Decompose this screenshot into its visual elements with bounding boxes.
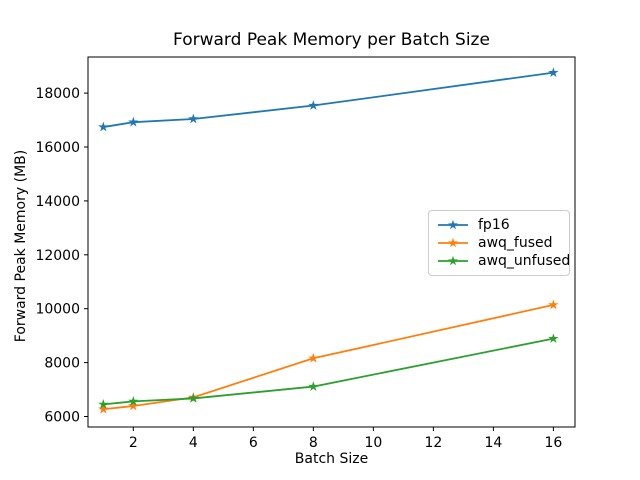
legend-item-awq_fused: awq_fused [437,234,561,252]
marker-star-icon [98,403,109,414]
marker-star-icon [548,299,559,310]
marker-star-icon [98,121,109,132]
y-tick-label: 10000 [35,302,80,318]
legend-marker-icon [438,255,468,266]
marker-star-icon [128,396,139,406]
marker-star-icon [188,393,199,403]
x-tick-label: 2 [129,435,138,451]
y-axis-label: Forward Peak Memory (MB) [13,149,29,343]
marker-star-icon [128,116,139,127]
y-tick-label: 12000 [35,248,80,264]
legend-label: fp16 [478,217,510,233]
y-tick-label: 8000 [44,356,80,372]
y-tick-label: 18000 [35,86,80,102]
marker-star-icon [548,333,559,343]
marker-star-icon [548,67,559,77]
x-tick-label: 10 [364,435,382,451]
x-tick-label: 14 [484,435,502,451]
axes-spines [87,56,576,428]
x-tick-label: 16 [544,435,562,451]
marker-star-icon [308,100,319,110]
legend-item-fp16: fp16 [437,216,561,234]
marker-star-icon [188,113,199,124]
marker-star-icon [128,400,139,411]
series-line-awq_fused [103,304,554,411]
y-tick-label: 14000 [35,194,80,210]
marker-star-icon [98,398,109,409]
x-tick-label: 4 [189,435,198,451]
legend-label: awq_unfused [478,253,571,269]
y-tick-label: 16000 [35,140,80,156]
series-line-awq_unfused [103,337,554,406]
x-axis-label: Batch Size [294,451,369,467]
legend: fp16 awq_fused awq_unfused [428,210,570,276]
legend-marker-icon [438,237,468,248]
marker-star-icon [308,381,319,391]
legend-marker-icon [438,219,468,230]
legend-label: awq_fused [478,235,553,251]
marker-star-icon [308,352,319,363]
legend-item-awq_unfused: awq_unfused [437,252,570,270]
x-tick-label: 6 [249,435,258,451]
series-line-fp16 [103,71,554,128]
x-tick-label: 8 [309,435,318,451]
x-tick-label: 12 [424,435,442,451]
y-tick-label: 6000 [44,409,80,425]
chart-title: Forward Peak Memory per Batch Size [173,30,490,50]
